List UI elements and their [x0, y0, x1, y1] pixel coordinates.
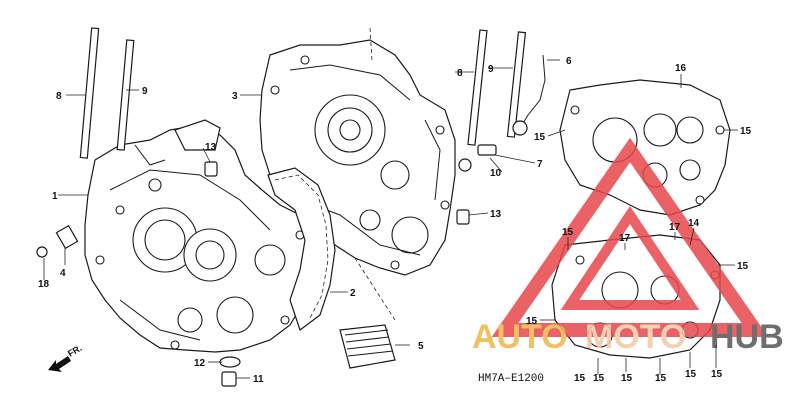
- callout-9-left: 9: [142, 86, 148, 97]
- callout-15: 15: [562, 227, 574, 238]
- callout-5: 5: [418, 341, 424, 352]
- assembly-line: [369, 27, 373, 61]
- automotohub-watermark: AUTO MOTO HUB: [472, 137, 784, 356]
- callout-7: 7: [537, 159, 543, 170]
- leader-lines: [43, 59, 738, 379]
- callout-6: 6: [566, 56, 572, 67]
- watermark-word-moto: MOTO: [585, 318, 686, 356]
- right-crankcase-cover: [559, 79, 731, 216]
- callout-15: 15: [740, 126, 752, 137]
- callout-11: 11: [253, 374, 264, 385]
- small-parts: [36, 54, 546, 387]
- diagram-code: HM7A–E1200: [478, 373, 544, 385]
- callout-13-left: 13: [205, 142, 217, 153]
- stud-bolts-left: [79, 27, 135, 159]
- front-arrow-icon: [48, 356, 71, 372]
- callout-15: 15: [685, 369, 697, 380]
- callout-18: 18: [38, 279, 50, 290]
- callout-10: 10: [490, 168, 502, 179]
- callout-15: 15: [534, 132, 546, 143]
- callout-9-right: 9: [488, 64, 494, 75]
- callout-8-right: 8: [457, 68, 463, 79]
- watermark-triangle-inner: [560, 205, 700, 310]
- left-crankcase-half: [84, 119, 319, 353]
- callout-17: 17: [669, 222, 681, 233]
- callout-numbers: 1 2 3 4 5 6 7 8 9 8 9 10 11 12 13 13 14 …: [38, 56, 752, 385]
- callout-15: 15: [711, 369, 723, 380]
- callout-15: 15: [593, 373, 605, 384]
- callout-13-right: 13: [490, 209, 502, 220]
- stud-bolts-right: [467, 29, 527, 146]
- watermark-word-hub: HUB: [710, 318, 784, 356]
- assembly-line: [354, 257, 396, 321]
- watermark-triangle-outer: [491, 137, 769, 337]
- callout-12: 12: [194, 358, 206, 369]
- callout-1: 1: [52, 191, 58, 202]
- callout-14: 14: [688, 218, 700, 229]
- crankcase-gasket: [267, 167, 336, 331]
- callout-8-left: 8: [56, 91, 62, 102]
- callout-15: 15: [737, 261, 749, 272]
- watermark-word-auto: AUTO: [472, 318, 568, 356]
- front-label: FR.: [66, 343, 84, 359]
- front-direction-indicator: FR.: [48, 343, 84, 372]
- callout-15: 15: [574, 373, 586, 384]
- callout-15: 15: [526, 316, 538, 327]
- callout-15: 15: [621, 373, 633, 384]
- callout-15: 15: [655, 373, 667, 384]
- callout-4: 4: [60, 268, 66, 279]
- callout-2: 2: [350, 288, 356, 299]
- oil-strainer-screen: [339, 324, 396, 369]
- callout-16: 16: [675, 63, 687, 74]
- callout-17: 17: [619, 233, 631, 244]
- callout-3: 3: [232, 91, 238, 102]
